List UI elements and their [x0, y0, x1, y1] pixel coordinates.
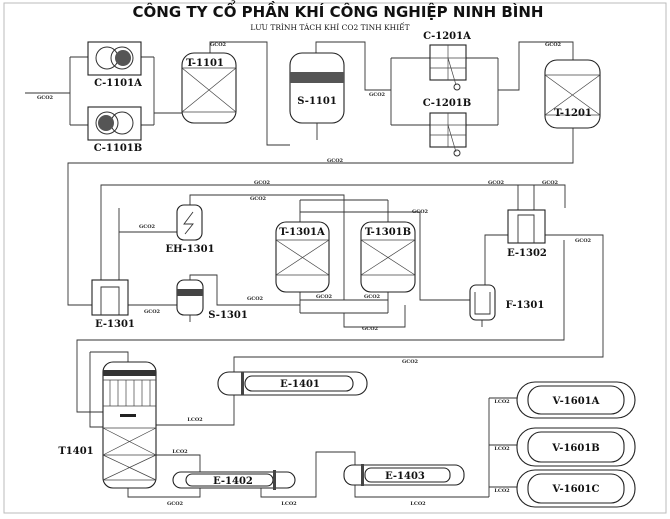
stream-label-gco2: GCO2 [542, 180, 559, 186]
label-e-1402: E-1402 [213, 476, 253, 487]
exchanger-e-1402[interactable]: E-1402 [172, 470, 296, 490]
stream-label-lco2: LCO2 [172, 449, 188, 455]
stream-label-lco2: LCO2 [494, 488, 510, 494]
label-c-1101a: C-1101A [94, 78, 142, 89]
tank-v-1601c[interactable]: V-1601C [516, 469, 636, 508]
exchanger-e-1301[interactable]: E-1301 [91, 279, 135, 330]
exchanger-e-1403[interactable]: E-1403 [343, 464, 465, 486]
separator-s-1301[interactable]: S-1301 [176, 279, 248, 322]
label-e-1401: E-1401 [280, 379, 320, 390]
label-t-1101: T-1101 [186, 58, 224, 69]
label-eh-1301: EH-1301 [165, 244, 214, 255]
stream-label-lco2: LCO2 [187, 417, 203, 423]
label-c-1201b: C-1201B [423, 98, 471, 109]
tower-t-1101[interactable]: T-1101 [181, 52, 237, 124]
diagram-subtitle: LƯU TRÌNH TÁCH KHÍ CO2 TINH KHIẾT [250, 22, 409, 32]
label-t-1201: T-1201 [554, 108, 592, 119]
cooler-c-1201b[interactable]: C-1201B [423, 98, 471, 157]
filter-f-1301[interactable]: F-1301 [469, 284, 545, 327]
compressor-c-1101b[interactable]: C-1101B [87, 106, 142, 154]
adsorber-t-1301a[interactable]: T-1301A [275, 221, 330, 293]
stream-label-gco2: GCO2 [167, 501, 184, 507]
label-c-1201a: C-1201A [423, 31, 471, 42]
stream-label-gco2: GCO2 [139, 224, 156, 230]
label-c-1101b: C-1101B [94, 143, 142, 154]
label-t1401: T1401 [58, 446, 93, 457]
label-v-1601c: V-1601C [552, 484, 600, 495]
label-t-1301a: T-1301A [279, 227, 325, 238]
stream-label-gco2: GCO2 [362, 326, 379, 332]
stream-label-gco2: GCO2 [327, 158, 344, 164]
label-e-1302: E-1302 [507, 248, 547, 259]
stream-label-gco2: GCO2 [254, 180, 271, 186]
stream-label-gco2: GCO2 [575, 238, 592, 244]
tower-t-1201[interactable]: T-1201 [544, 59, 601, 129]
label-e-1403: E-1403 [385, 471, 425, 482]
stream-labels: GCO2 GCO2 GCO2 GCO2 GCO2 GCO2 GCO2 GCO2 … [37, 42, 592, 507]
label-f-1301: F-1301 [506, 300, 545, 311]
tank-v-1601a[interactable]: V-1601A [516, 381, 636, 419]
stream-label-gco2: GCO2 [364, 294, 381, 300]
column-t1401[interactable]: T1401 [58, 361, 157, 489]
label-e-1301: E-1301 [95, 319, 135, 330]
stream-label-lco2: LCO2 [281, 501, 297, 507]
stream-label-gco2: GCO2 [250, 196, 267, 202]
stream-label-gco2: GCO2 [402, 359, 419, 365]
diagram-title: CÔNG TY CỔ PHẦN KHÍ CÔNG NGHIỆP NINH BÌN… [133, 0, 544, 21]
stream-label-gco2: GCO2 [210, 42, 227, 48]
fan-icon [98, 115, 114, 131]
label-s-1101: S-1101 [297, 96, 337, 107]
stream-label-lco2: LCO2 [410, 501, 426, 507]
diagram-frame [3, 2, 667, 514]
heater-eh-1301[interactable]: EH-1301 [165, 204, 215, 255]
label-v-1601a: V-1601A [552, 396, 600, 407]
stream-label-gco2: GCO2 [37, 95, 54, 101]
stream-label-gco2: GCO2 [247, 296, 264, 302]
stream-label-lco2: LCO2 [494, 399, 510, 405]
exchanger-e-1302[interactable]: E-1302 [507, 209, 547, 259]
stream-label-gco2: GCO2 [488, 180, 505, 186]
condenser-e-1401[interactable]: E-1401 [217, 371, 368, 396]
adsorber-t-1301b[interactable]: T-1301B [360, 221, 416, 293]
separator-s-1101[interactable]: S-1101 [289, 52, 345, 140]
stream-label-gco2: GCO2 [369, 92, 386, 98]
tank-v-1601b[interactable]: V-1601B [516, 427, 636, 467]
stream-label-lco2: LCO2 [494, 446, 510, 452]
compressor-c-1101a[interactable]: C-1101A [87, 41, 142, 89]
fan-icon [115, 50, 131, 66]
label-s-1301: S-1301 [208, 310, 248, 321]
label-v-1601b: V-1601B [551, 443, 599, 454]
label-t-1301b: T-1301B [365, 227, 411, 238]
stream-label-gco2: GCO2 [144, 309, 161, 315]
stream-label-gco2: GCO2 [545, 42, 562, 48]
stream-label-gco2: GCO2 [316, 294, 333, 300]
cooler-c-1201a[interactable]: C-1201A [423, 31, 471, 91]
stream-label-gco2: GCO2 [412, 209, 429, 215]
